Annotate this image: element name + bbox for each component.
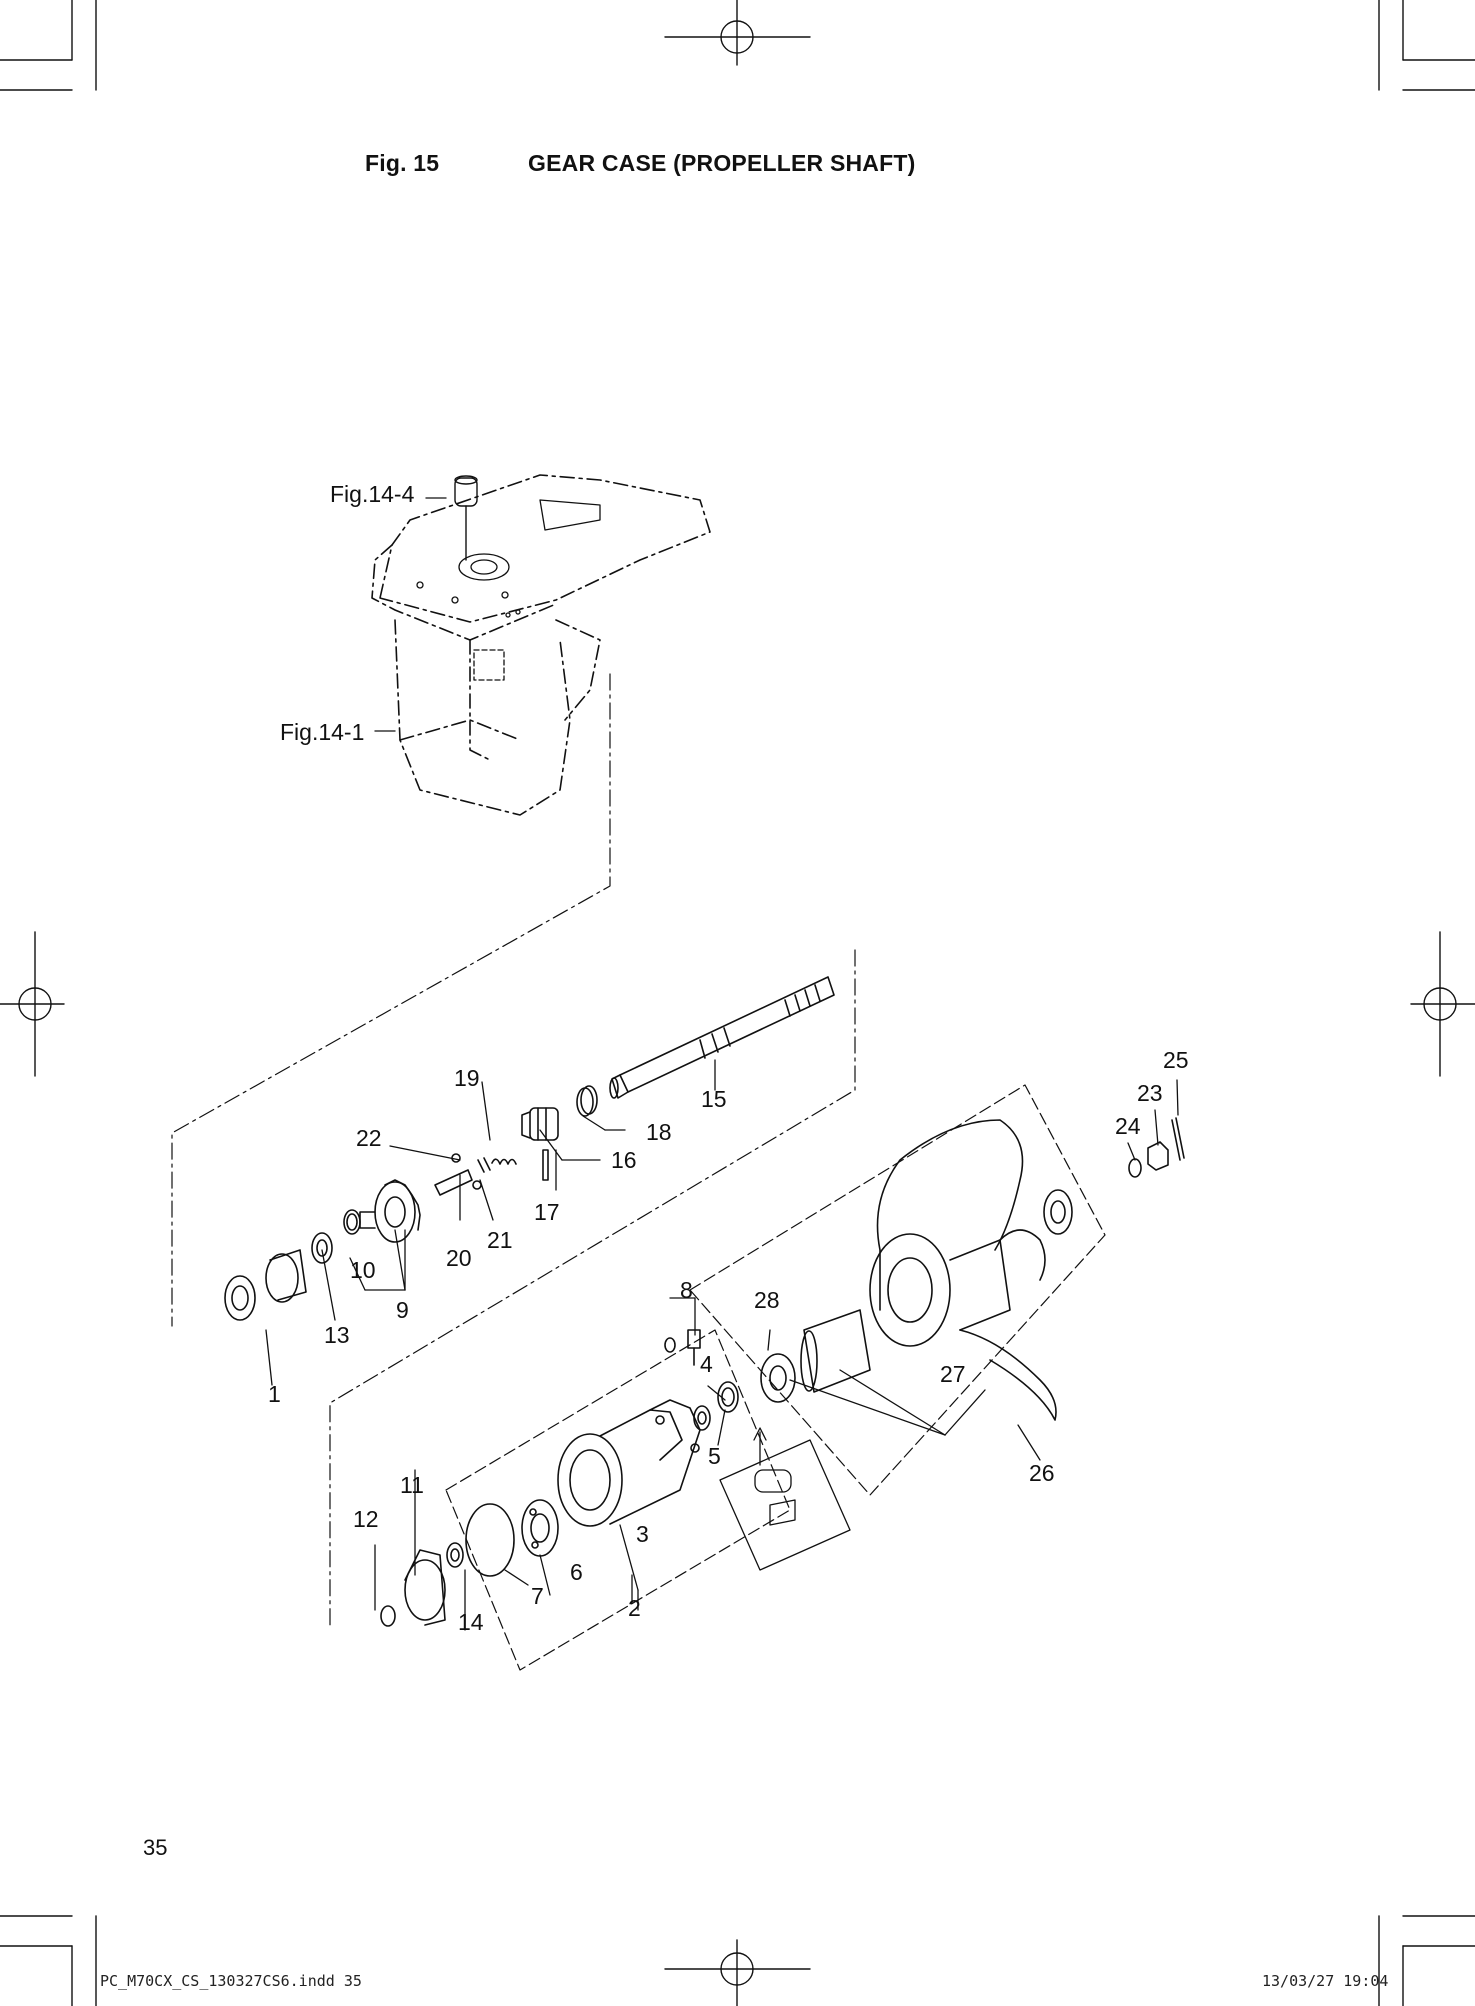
callout-26: 26 (1029, 1460, 1055, 1486)
washer (664, 1337, 676, 1353)
thrust-holder (760, 1353, 796, 1403)
callout-1: 1 (268, 1381, 281, 1407)
ball-bearing (521, 1499, 559, 1557)
registration-mark-top (664, 0, 811, 66)
callout-28: 28 (754, 1287, 780, 1313)
callout-17: 17 (534, 1199, 560, 1225)
callout-13: 13 (324, 1322, 350, 1348)
registration-mark-bottom (664, 1939, 811, 2006)
shim-ring (343, 1209, 361, 1235)
clutch-spring-ring (576, 1085, 598, 1117)
callout-21: 21 (487, 1227, 513, 1253)
callout-11: 11 (400, 1472, 424, 1498)
spline-washer (1043, 1189, 1073, 1235)
callout-8: 8 (680, 1277, 693, 1303)
needle-bearing (311, 1232, 333, 1264)
forward-gear (359, 1179, 421, 1243)
propeller-bushing (800, 1309, 871, 1393)
propeller (869, 1119, 1057, 1421)
cross-pin (542, 1149, 549, 1181)
page-number: 35 (143, 1835, 168, 1860)
callout-7: 7 (531, 1583, 544, 1609)
slug-timestamp: 13/03/27 19:04 (1262, 1972, 1389, 1990)
callout-16: 16 (611, 1147, 637, 1173)
callout-27: 27 (940, 1361, 966, 1387)
callout-6: 6 (570, 1559, 583, 1585)
registration-mark-right (1410, 931, 1475, 1077)
prop-nut (1147, 1141, 1169, 1171)
prop-washer (1128, 1158, 1142, 1178)
callout-15: 15 (701, 1086, 727, 1112)
shift-spring (491, 1158, 517, 1165)
reference-fig14-1: Fig.14-1 (280, 719, 364, 745)
leader-lines (265, 497, 1179, 1631)
callout-25: 25 (1163, 1047, 1189, 1073)
callout-12: 12 (353, 1506, 379, 1532)
callout-labels: 1 2 3 4 5 6 7 8 9 10 11 12 13 14 15 16 1… (268, 481, 1189, 1635)
callout-14: 14 (458, 1609, 484, 1635)
propeller-shaft (609, 976, 835, 1099)
propeller-kit-bracket (689, 1084, 1106, 1496)
housing-details (416, 499, 601, 681)
bearing-housing (557, 1399, 701, 1527)
callout-4: 4 (700, 1351, 713, 1377)
forward-gear-bearing (224, 1249, 307, 1321)
shift-slider (434, 1157, 491, 1196)
o-ring (465, 1503, 515, 1577)
callout-3: 3 (636, 1521, 649, 1547)
callout-18: 18 (646, 1119, 672, 1145)
shim-small (446, 1542, 464, 1568)
thrust-washer (380, 1605, 396, 1627)
reference-fig14-4: Fig.14-4 (330, 481, 415, 507)
bearing-housing-bracket (445, 1329, 791, 1671)
bolt (687, 1329, 701, 1366)
slug-file-name: PC_M70CX_CS_130327CS6.indd 35 (100, 1972, 362, 1990)
special-tool-inset (719, 1427, 851, 1571)
callout-23: 23 (1137, 1080, 1163, 1106)
figure-number: Fig. 15 (365, 150, 440, 176)
gear-case-housing (371, 474, 711, 816)
reverse-gear (404, 1549, 446, 1626)
callout-10: 10 (350, 1257, 376, 1283)
callout-5: 5 (708, 1443, 721, 1469)
dog-clutch (521, 1107, 559, 1141)
cotter-pin (1171, 1117, 1185, 1161)
oil-seal (693, 1405, 711, 1431)
figure-title: GEAR CASE (PROPELLER SHAFT) (528, 150, 916, 176)
callout-19: 19 (454, 1065, 480, 1091)
callout-9: 9 (396, 1297, 409, 1323)
registration-mark-left (0, 931, 65, 1077)
assembly-boundary-lines (171, 673, 856, 1629)
callout-22: 22 (356, 1125, 382, 1151)
callout-2: 2 (628, 1595, 641, 1621)
water-pump-part (454, 475, 478, 561)
callout-20: 20 (446, 1245, 472, 1271)
callout-24: 24 (1115, 1113, 1141, 1139)
